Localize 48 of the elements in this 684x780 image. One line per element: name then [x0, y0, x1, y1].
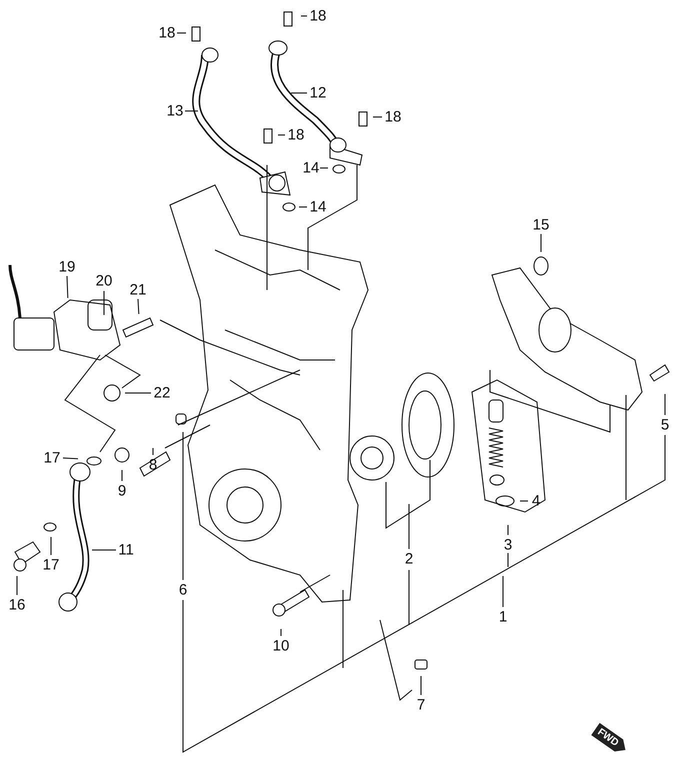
callout-number: 19 — [58, 260, 76, 274]
leader-line — [408, 504, 410, 550]
callout-number: 17 — [42, 558, 60, 572]
leader-line — [124, 392, 152, 394]
callout-number: 20 — [96, 274, 112, 288]
leader-line — [520, 500, 528, 502]
callout-number: 9 — [118, 484, 126, 498]
leader-line — [278, 134, 286, 136]
callout-number: 8 — [148, 458, 158, 472]
callout-number: 3 — [504, 538, 512, 552]
leader-line — [280, 628, 282, 636]
callout-number: 17 — [44, 450, 60, 466]
leader-line — [16, 576, 18, 596]
leader-line — [420, 676, 422, 696]
leader-line — [372, 116, 382, 118]
callout-number: 14 — [302, 160, 320, 176]
leader-line — [50, 536, 52, 556]
callout-number: 4 — [532, 494, 540, 508]
leader-line — [298, 206, 308, 208]
leader-line — [176, 32, 186, 34]
callout-number: 1 — [498, 610, 508, 624]
callout-number: 13 — [166, 104, 184, 118]
callout-number: 5 — [660, 418, 670, 432]
callout-number: 16 — [8, 598, 26, 612]
leader-line — [540, 234, 542, 252]
callout-number: 15 — [532, 218, 550, 232]
callout-number: 18 — [384, 110, 402, 124]
callout-number: 18 — [158, 26, 176, 40]
leader-line — [62, 458, 78, 460]
callout-number: 12 — [310, 86, 326, 100]
leader-line — [502, 576, 504, 608]
callout-number: 11 — [118, 542, 134, 558]
callout-number: 6 — [178, 582, 188, 598]
callout-number: 10 — [272, 638, 290, 654]
leader-line — [182, 432, 184, 580]
callout-number: 2 — [404, 552, 414, 566]
callout-number: 18 — [288, 128, 304, 142]
leader-line — [290, 92, 308, 94]
leader-line — [138, 298, 140, 314]
callout-number: 7 — [416, 698, 426, 712]
leader-line — [152, 448, 154, 456]
callout-number: 18 — [310, 8, 326, 24]
callout-number: 22 — [154, 386, 170, 400]
leader-line — [184, 110, 198, 112]
leader-line — [66, 276, 68, 298]
callout-number: 21 — [130, 282, 146, 298]
leader-line — [664, 394, 666, 416]
callout-number: 14 — [310, 200, 326, 214]
